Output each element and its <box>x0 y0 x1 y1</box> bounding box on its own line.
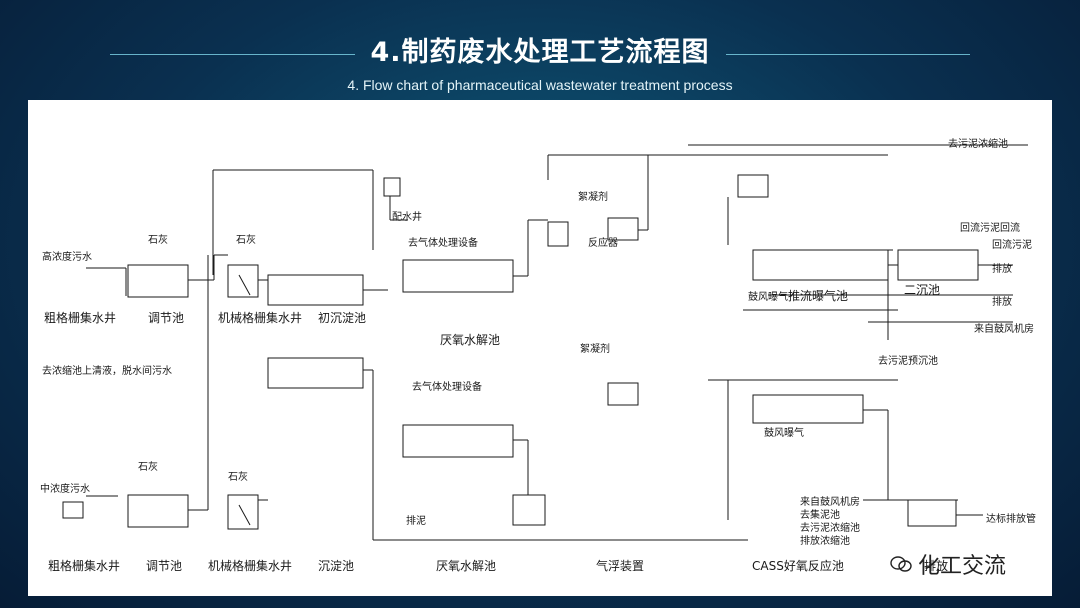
discharge-tank-label: 排放 <box>924 558 948 573</box>
settling-tank-label-bottom: 沉淀池 <box>318 559 354 573</box>
bottom-note-discharge-thickener: 排放浓缩池 <box>800 534 850 547</box>
mechanical-screen-well-label-bottom: 机械格栅集水井 <box>208 558 292 573</box>
bottom-note-sludge-collect: 去集泥池 <box>800 508 840 521</box>
from-blower-room-label: 来自鼓风机房 <box>974 322 1034 335</box>
page-subtitle: 4. Flow chart of pharmaceutical wastewat… <box>347 77 733 93</box>
return-sludge-label: 回流污泥 <box>992 238 1032 251</box>
gas-treatment-label-top: 去气体处理设备 <box>408 236 478 249</box>
lime-label-2: 石灰 <box>236 233 256 246</box>
flocculant-label-bottom: 絮凝剂 <box>580 342 610 355</box>
sludge-return-label: 回流污泥回流 <box>960 221 1020 234</box>
equalization-tank-label-bottom: 调节池 <box>146 559 182 573</box>
reactor-label-top: 反应器 <box>588 236 618 249</box>
anaerobic-hydrolysis-label-bottom: 厌氧水解池 <box>436 559 496 573</box>
to-sludge-pretank-label: 去污泥预沉池 <box>878 354 938 367</box>
sludge-outlet-label: 排泥 <box>406 514 426 527</box>
to-sludge-thickener-label: 去污泥浓缩池 <box>948 137 1008 150</box>
plug-flow-tank-label: 推流曝气池 <box>788 288 848 303</box>
header-rule-right <box>726 54 970 55</box>
chat-bubbles-icon <box>890 556 912 572</box>
gas-treatment-label-bottom: 去气体处理设备 <box>412 380 482 393</box>
watermark-text: 化工交流 <box>918 554 1007 579</box>
discharge-label-2: 排放 <box>992 295 1012 308</box>
flotation-unit-label: 气浮装置 <box>596 558 644 573</box>
process-flow-diagram: 高浓度污水 石灰 石灰 粗格栅集水井 调节池 机械格栅集水井 初沉淀池 厌氧水解… <box>40 137 1036 573</box>
cass-tank-label: CASS好氧反应池 <box>752 558 844 573</box>
flocculant-label-top: 絮凝剂 <box>578 190 608 203</box>
primary-settling-label: 初沉淀池 <box>318 311 366 325</box>
coarse-screen-well-label-bottom: 粗格栅集水井 <box>48 558 120 573</box>
watermark: 化工交流 <box>890 548 1006 580</box>
bottom-note-thickener: 去污泥浓缩池 <box>800 521 860 534</box>
blower-aeration-label-bottom: 鼓风曝气 <box>764 426 804 439</box>
coarse-screen-well-label: 粗格栅集水井 <box>44 310 116 325</box>
water-well-label-top: 配水井 <box>392 210 422 223</box>
blower-aeration-label-top: 鼓风曝气 <box>748 290 788 303</box>
lime-label-4: 石灰 <box>228 470 248 483</box>
equalization-tank-label: 调节池 <box>148 311 184 325</box>
lime-label-3: 石灰 <box>138 460 158 473</box>
discharge-label-1: 排放 <box>992 262 1012 275</box>
medium-strength-feed-label: 中浓度污水 <box>40 482 90 495</box>
page-title: 4.制药废水处理工艺流程图 <box>370 37 710 68</box>
anaerobic-hydrolysis-label-top: 厌氧水解池 <box>440 333 500 347</box>
lime-label-1: 石灰 <box>148 233 168 246</box>
header-rule-left <box>110 54 355 55</box>
mechanical-screen-well-label: 机械格栅集水井 <box>218 310 302 325</box>
high-strength-feed-label: 高浓度污水 <box>42 250 92 263</box>
final-discharge-label: 达标排放管 <box>986 512 1036 525</box>
condensate-label: 去浓缩池上清液，脱水间污水 <box>42 364 172 377</box>
bottom-note-blower: 来自鼓风机房 <box>800 495 860 508</box>
secondary-clarifier-label: 二沉池 <box>904 283 940 297</box>
diagram-panel: 高浓度污水 石灰 石灰 粗格栅集水井 调节池 机械格栅集水井 初沉淀池 厌氧水解… <box>28 100 1052 596</box>
